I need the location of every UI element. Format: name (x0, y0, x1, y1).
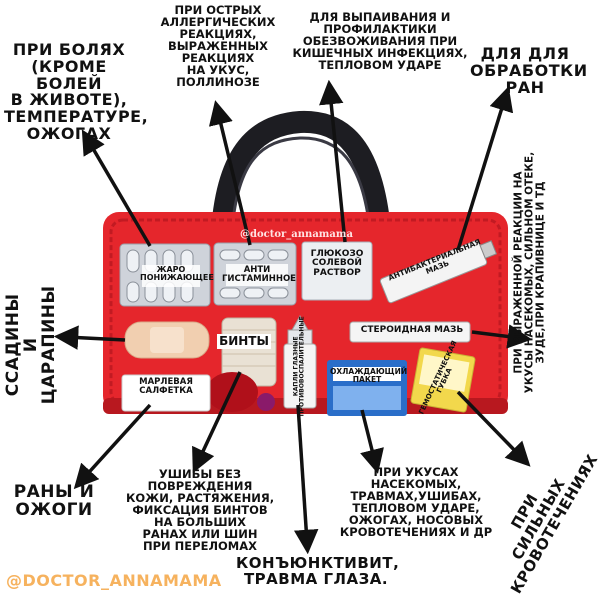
label-wounds-burns: РАНЫ И ОЖОГИ (13, 482, 95, 520)
label-abrasions: ССАДИНЫ И ЦАРАПИНЫ (3, 285, 59, 405)
label-pain: ПРИ БОЛЯХ (КРОМЕ БОЛЕЙ В ЖИВОТЕ), ТЕМПЕР… (4, 40, 149, 143)
bag-handle-stitch (230, 136, 372, 231)
glucose-sachet (301, 241, 373, 301)
label-insect-reaction: ПРИ ВЫРАЖЕННОЙ РЕАКЦИИ НА УКУСЫ НАСЕКОМЫ… (512, 151, 547, 394)
item-label-gauze: МАРЛЕВАЯ САЛФЕТКА (139, 377, 193, 396)
bag-watermark-text: @doctor_annamama (240, 229, 353, 240)
label-wounds-treatment: ДЛЯ ДЛЯ ОБРАБОТКИ РАН (470, 44, 588, 97)
label-conjunctivitis: КОНЪЮНКТИВИТ, ТРАВМА ГЛАЗА. (236, 554, 400, 588)
gauze-pack (121, 374, 211, 412)
small-roll (257, 393, 275, 411)
item-label-bandages: БИНТЫ (217, 334, 271, 349)
eye-drops-bottle (283, 314, 317, 409)
item-label-cooling: ОХЛАЖДАЮЩИЙ ПАКЕТ (330, 367, 408, 384)
item-label-eye-drops: КАПЛИ ГЛАЗНЫЕ ПРОТИВОВОСПАЛИТЕЛЬНЫЕ (292, 316, 306, 417)
label-allergy: ПРИ ОСТРЫХ АЛЛЕРГИЧЕСКИХ РЕАКЦИЯХ, ВЫРАЖ… (160, 3, 276, 90)
arrow-conjunctivitis (293, 404, 319, 555)
watermark: @DOCTOR_ANNAMAMA (6, 571, 222, 590)
label-insect-bites: ПРИ УКУСАХ НАСЕКОМЫХ, ТРАВМАХ,УШИБАХ, ТЕ… (339, 465, 493, 540)
bag-handle (211, 110, 391, 241)
arrow-allergy (208, 100, 252, 246)
arrow-rehydration (319, 79, 347, 243)
antibacterial-tube (379, 240, 498, 304)
arrow-insect-reaction (471, 324, 533, 349)
arrow-insect-bites (360, 409, 384, 474)
arrow-bruises (192, 371, 242, 474)
steroid-tube (349, 321, 471, 343)
arrow-wounds-burns (73, 403, 152, 490)
arrow-wounds-treatment (456, 86, 514, 251)
arrow-pain (81, 129, 152, 247)
item-label-glucose: ГЛЮКОЗО СОЛЕВОЙ РАСТВОР (310, 249, 364, 278)
item-label-steroid: СТЕРОИДНАЯ МАЗЬ (360, 325, 464, 335)
arrow-bleeding (456, 390, 531, 467)
label-rehydration: ДЛЯ ВЫПАИВАНИЯ И ПРОФИЛАКТИКИ ОБЕЗВОЖИВА… (292, 10, 468, 73)
item-label-antipyretic: ЖАРО ПОНИЖАЮЩЕЕ (140, 265, 214, 283)
item-label-antihistamine: АНТИ ГИСТАМИННОЕ (222, 265, 296, 284)
arrow-abrasions (53, 325, 126, 350)
label-bruises: УШИБЫ БЕЗ ПОВРЕЖДЕНИЯ КОЖИ, РАСТЯЖЕНИЯ, … (125, 467, 275, 554)
